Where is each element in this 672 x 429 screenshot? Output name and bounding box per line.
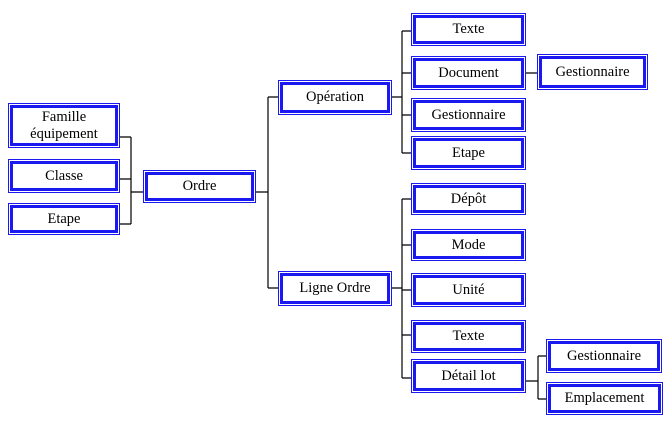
node-ordre: Ordre: [143, 170, 256, 203]
connector-path: [120, 30, 546, 400]
node-classe: Classe: [8, 159, 120, 193]
node-document: Document: [411, 56, 526, 90]
node-etape-operation: Etape: [411, 136, 526, 170]
node-gestionnaire-document: Gestionnaire: [537, 54, 648, 90]
node-texte-operation: Texte: [411, 13, 526, 46]
node-gestionnaire-operation: Gestionnaire: [411, 98, 526, 132]
node-operation: Opération: [278, 80, 392, 115]
node-unite: Unité: [411, 273, 526, 307]
node-mode: Mode: [411, 229, 526, 261]
node-etape-left: Etape: [8, 203, 120, 235]
node-ligne-ordre: Ligne Ordre: [278, 271, 392, 306]
node-depot: Dépôt: [411, 183, 526, 215]
node-gestionnaire-detail-lot: Gestionnaire: [546, 339, 662, 373]
node-texte-ligne-ordre: Texte: [411, 320, 526, 353]
node-detail-lot: Détail lot: [411, 359, 526, 393]
node-famille-equipement: Famille équipement: [8, 103, 120, 148]
node-emplacement: Emplacement: [546, 382, 663, 415]
